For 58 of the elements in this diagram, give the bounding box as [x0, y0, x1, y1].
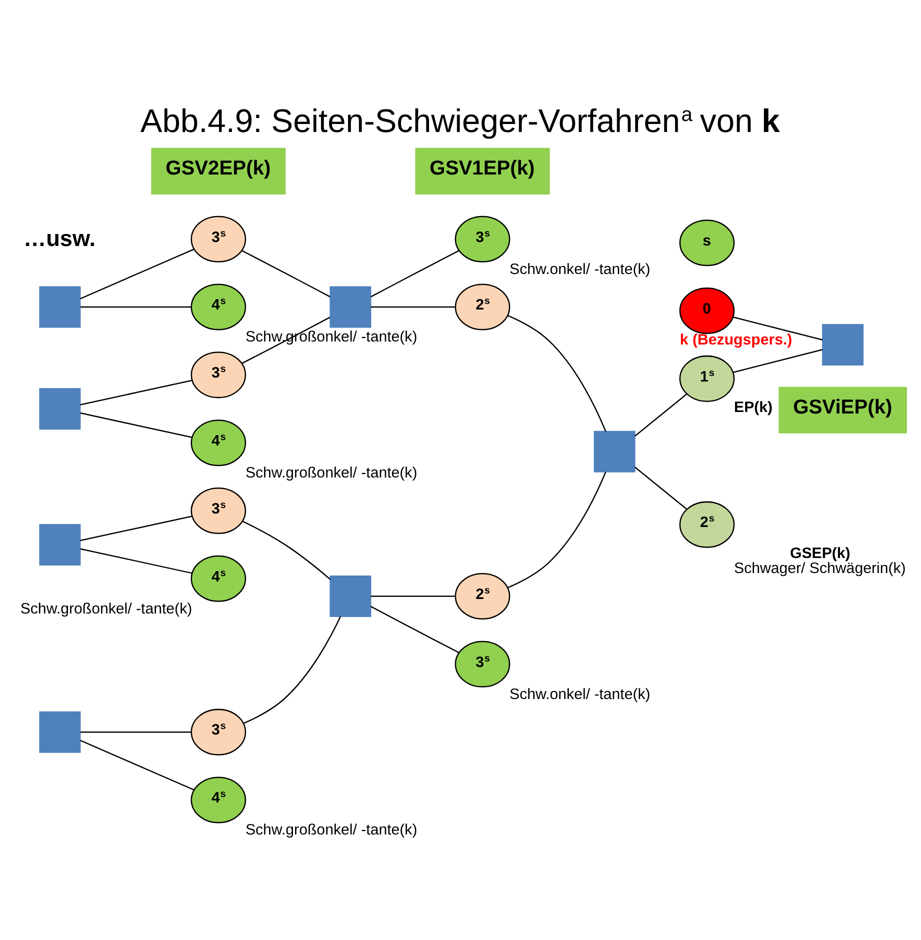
connector [80, 306, 192, 308]
node-label: Schw.großonkel/ -tante(k) [245, 464, 418, 482]
label: …usw. [23, 225, 96, 250]
connector [80, 248, 194, 299]
node-box [822, 324, 864, 365]
node-ellipse: 2$^{s}$ [454, 572, 510, 620]
node-label: Schw.onkel/ -tante(k) [510, 685, 650, 702]
connector [507, 314, 606, 432]
node-ellipse: 1$^{s}$ [679, 354, 735, 402]
node-ellipse: 4$^{s}$ [190, 419, 246, 466]
node-label: Schwager/ Schwägerin(k) [734, 560, 906, 577]
node-ellipse: 0 [679, 287, 735, 334]
connector [80, 515, 192, 541]
node-ellipse: 4$^{s}$ [190, 283, 246, 330]
connector [370, 250, 460, 297]
node-label: Schw.großonkel/ -tante(k) [245, 821, 418, 838]
node-ellipse: 3$^{s}$ [190, 215, 246, 262]
node-ellipse: 3$^{s}$ [454, 640, 510, 687]
connector [80, 739, 194, 790]
connector [507, 471, 606, 588]
connector [370, 595, 456, 596]
node-box [594, 430, 636, 472]
node-box: GSV2EP(k) [151, 147, 286, 194]
connector [370, 605, 460, 653]
node-ellipse: 3$^{s}$ [190, 708, 246, 755]
connector [733, 348, 823, 372]
connector [733, 316, 823, 340]
node-box [39, 523, 81, 565]
connector [634, 393, 688, 436]
node-box: GSV1EP(k) [415, 147, 550, 194]
node-label: GSEP(k) [790, 544, 850, 562]
node-ellipse: 3$^{s}$ [454, 215, 510, 262]
node-box [330, 575, 372, 616]
node-ellipse: s [679, 219, 735, 266]
node-box [39, 388, 81, 430]
node-label: Schw.großonkel/ -tante(k) [20, 600, 192, 617]
connector [634, 466, 688, 510]
node-box: GSViEP(k) [778, 386, 907, 433]
node-ellipse: 4$^{s}$ [190, 776, 246, 823]
node-label: Schw.onkel/ -tante(k) [510, 260, 650, 278]
node-ellipse: 2$^{s}$ [454, 283, 510, 330]
node-box [330, 286, 372, 328]
connector [243, 616, 342, 724]
diagram-title: Abb.4.9: Seiten-Schwieger-Vorfahren$^{a}$ von k [140, 101, 780, 138]
connector [80, 379, 192, 405]
connector [242, 520, 331, 580]
node-box [39, 710, 81, 752]
connector [80, 548, 192, 574]
node-ellipse: 4$^{s}$ [190, 554, 246, 602]
connector [80, 730, 192, 732]
connector [242, 250, 330, 297]
node-ellipse: 3$^{s}$ [190, 351, 246, 398]
connector [80, 412, 192, 438]
node-ellipse: 2$^{s}$ [679, 500, 735, 548]
node-label: EP(k) [734, 398, 773, 416]
node-ellipse: 3$^{s}$ [190, 486, 246, 534]
connector [370, 306, 456, 308]
node-box [39, 286, 81, 328]
